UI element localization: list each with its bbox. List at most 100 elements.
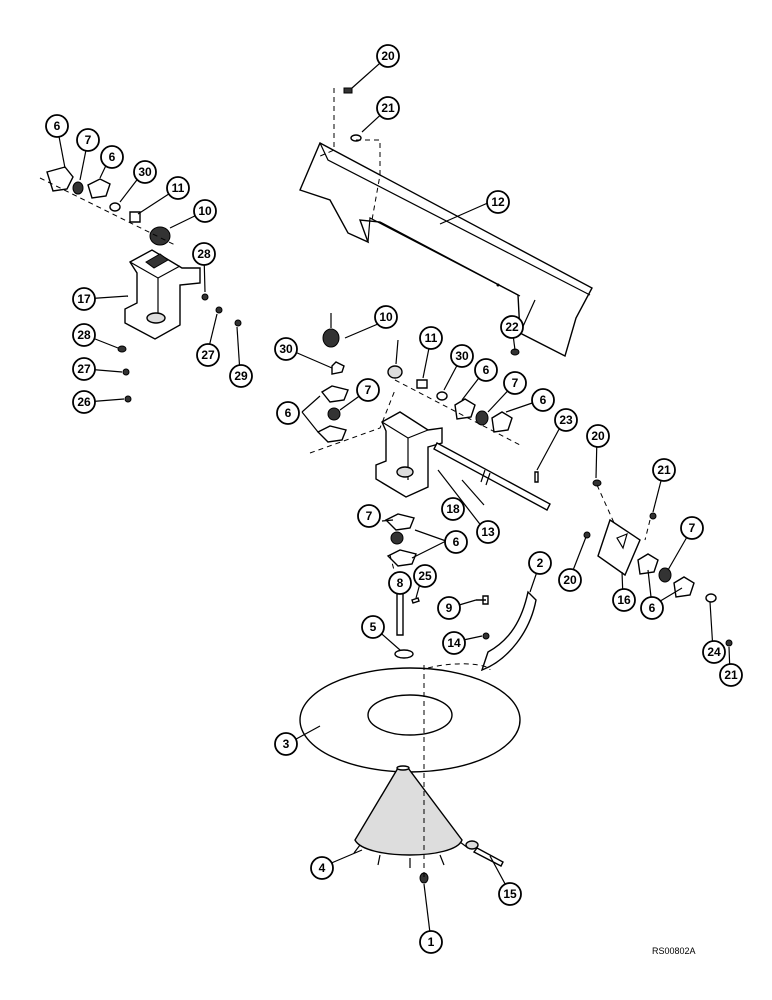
callout-7-left: 7 <box>76 128 100 152</box>
svg-text:14: 14 <box>447 636 461 650</box>
callout-6-left-a: 6 <box>45 114 69 138</box>
svg-text:27: 27 <box>77 362 91 376</box>
callout-27-left-a: 27 <box>72 357 96 381</box>
callout-12: 12 <box>486 190 510 214</box>
callout-21-top: 21 <box>376 96 400 120</box>
callout-4: 4 <box>310 856 334 880</box>
callout-3: 3 <box>274 732 298 756</box>
callout-6-right: 6 <box>640 596 664 620</box>
svg-text:7: 7 <box>365 383 372 397</box>
svg-text:11: 11 <box>425 331 438 345</box>
callout-7-lower: 7 <box>357 504 381 528</box>
svg-text:7: 7 <box>689 521 696 535</box>
svg-text:29: 29 <box>234 369 248 383</box>
callout-22: 22 <box>500 315 524 339</box>
callout-20-right-b: 20 <box>558 568 582 592</box>
callout-8-label: 8 <box>388 571 412 595</box>
callout-5: 5 <box>361 615 385 639</box>
right-plate <box>597 518 641 577</box>
svg-text:30: 30 <box>279 342 293 356</box>
svg-text:6: 6 <box>54 119 61 133</box>
svg-text:7: 7 <box>366 509 373 523</box>
svg-text:12: 12 <box>491 195 505 209</box>
callout-13: 13 <box>476 520 500 544</box>
svg-text:26: 26 <box>77 395 91 409</box>
lower-bearing-set <box>384 513 417 586</box>
center-bracket <box>375 411 443 498</box>
svg-text:22: 22 <box>505 320 519 334</box>
svg-text:4: 4 <box>319 861 326 875</box>
svg-text:10: 10 <box>379 310 393 324</box>
callout-20-right-a: 20 <box>586 424 610 448</box>
spreader-disc <box>299 663 521 773</box>
svg-text:15: 15 <box>503 887 517 901</box>
svg-text:6: 6 <box>540 393 547 407</box>
svg-text:30: 30 <box>138 165 152 179</box>
svg-text:21: 21 <box>724 668 738 682</box>
callout-18: 18 <box>441 497 465 521</box>
washer-5 <box>394 649 414 659</box>
svg-text:6: 6 <box>109 150 116 164</box>
top-hardware <box>317 87 381 221</box>
svg-text:20: 20 <box>591 429 605 443</box>
callout-6-center-c: 6 <box>276 401 300 425</box>
svg-text:20: 20 <box>563 573 577 587</box>
svg-text:6: 6 <box>453 535 460 549</box>
pin-25 <box>411 597 420 604</box>
callout-6-center-b: 6 <box>531 388 555 412</box>
callout-30-left: 30 <box>133 160 157 184</box>
callout-7-center-b: 7 <box>356 378 380 402</box>
left-small-hardware <box>117 293 242 403</box>
callout-6-left-b: 6 <box>100 145 124 169</box>
pin-23 <box>534 471 539 483</box>
callout-21-right-a: 21 <box>652 458 676 482</box>
svg-text:20: 20 <box>381 49 395 63</box>
callout-23: 23 <box>554 408 578 432</box>
callout-9: 9 <box>437 596 461 620</box>
callout-15: 15 <box>498 882 522 906</box>
svg-text:16: 16 <box>617 593 631 607</box>
callout-21-right-b: 21 <box>719 663 743 687</box>
svg-text:11: 11 <box>172 181 185 195</box>
callout-6-center-a: 6 <box>474 358 498 382</box>
callout-2: 2 <box>528 551 552 575</box>
curved-strip <box>480 590 537 672</box>
callout-29: 29 <box>229 364 253 388</box>
svg-text:27: 27 <box>201 348 215 362</box>
shield-panel <box>299 142 593 358</box>
reference-code: RS00802A <box>652 946 696 956</box>
callout-27-left-b: 27 <box>196 343 220 367</box>
svg-text:6: 6 <box>285 406 292 420</box>
svg-text:13: 13 <box>481 525 495 539</box>
callout-25: 25 <box>413 564 437 588</box>
svg-text:8: 8 <box>397 576 404 590</box>
center-bearing-set <box>309 328 521 454</box>
nut-14 <box>482 632 490 640</box>
svg-text:7: 7 <box>85 133 92 147</box>
svg-text:21: 21 <box>381 101 395 115</box>
svg-text:25: 25 <box>418 569 432 583</box>
svg-text:21: 21 <box>657 463 671 477</box>
callout-28-left-b: 28 <box>72 323 96 347</box>
callout-30-center-b: 30 <box>450 344 474 368</box>
svg-text:18: 18 <box>446 502 460 516</box>
callout-30-center-a: 30 <box>274 337 298 361</box>
left-bracket <box>124 249 201 340</box>
svg-text:30: 30 <box>455 349 469 363</box>
callout-14: 14 <box>442 631 466 655</box>
svg-text:3: 3 <box>283 737 290 751</box>
key <box>465 840 504 867</box>
left-bearing-set <box>39 166 176 246</box>
svg-text:24: 24 <box>707 645 721 659</box>
callout-11-left: 11 <box>166 176 190 200</box>
callout-10-left: 10 <box>193 199 217 223</box>
callout-28-left-a: 28 <box>192 242 216 266</box>
callout-7-center-a: 7 <box>503 371 527 395</box>
right-bearing-set <box>583 479 733 647</box>
svg-text:6: 6 <box>483 363 490 377</box>
shaft <box>433 442 551 511</box>
callout-17: 17 <box>72 287 96 311</box>
svg-text:6: 6 <box>649 601 656 615</box>
svg-text:1: 1 <box>428 935 435 949</box>
